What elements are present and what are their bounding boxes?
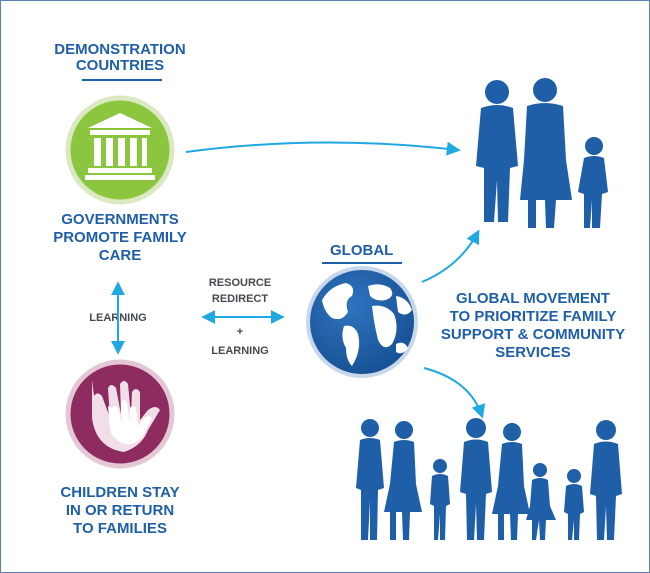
label-line: TO FAMILIES (73, 520, 167, 537)
label-line: SUPPORT & COMMUNITY (440, 326, 626, 343)
heading-line: COUNTRIES (75, 57, 165, 74)
label-line: CARE (98, 247, 142, 264)
global-movement-label: GLOBAL MOVEMENT TO PRIORITIZE FAMILY SUP… (428, 290, 638, 362)
label-line: CHILDREN STAY (60, 484, 180, 501)
government-building-icon (65, 95, 175, 205)
helping-hands-icon (65, 359, 175, 469)
heading-line: DEMONSTRATION (54, 41, 186, 58)
global-heading: GLOBAL (330, 242, 394, 259)
families-group-silhouette-icon (356, 418, 622, 540)
global-underline (322, 262, 402, 264)
heading-underline (82, 79, 162, 81)
label-line: SERVICES (495, 344, 571, 361)
exchange-learning-label: LEARNING (211, 345, 269, 357)
label-line: REDIRECT (211, 293, 269, 305)
plus-label: + (236, 326, 244, 338)
label-line: RESOURCE (208, 277, 272, 289)
arrows (111, 141, 486, 419)
label-line: IN OR RETURN (65, 502, 175, 519)
governments-label: GOVERNMENTS PROMOTE FAMILY CARE (20, 211, 220, 265)
globe-icon (306, 266, 418, 378)
resource-redirect-label: RESOURCE REDIRECT (190, 275, 290, 307)
arrow-global-to-families (423, 367, 486, 419)
label-line: TO PRIORITIZE FAMILY (449, 308, 617, 325)
label-line: PROMOTE FAMILY (53, 229, 187, 246)
demonstration-heading: DEMONSTRATION COUNTRIES (20, 42, 220, 74)
arrow-global-to-family (421, 229, 480, 283)
label-line: GLOBAL MOVEMENT (456, 290, 610, 307)
label-line: GOVERNMENTS (61, 211, 179, 228)
children-label: CHILDREN STAY IN OR RETURN TO FAMILIES (20, 484, 220, 538)
family-silhouette-icon (476, 78, 608, 228)
arrow-to-family (185, 141, 461, 156)
